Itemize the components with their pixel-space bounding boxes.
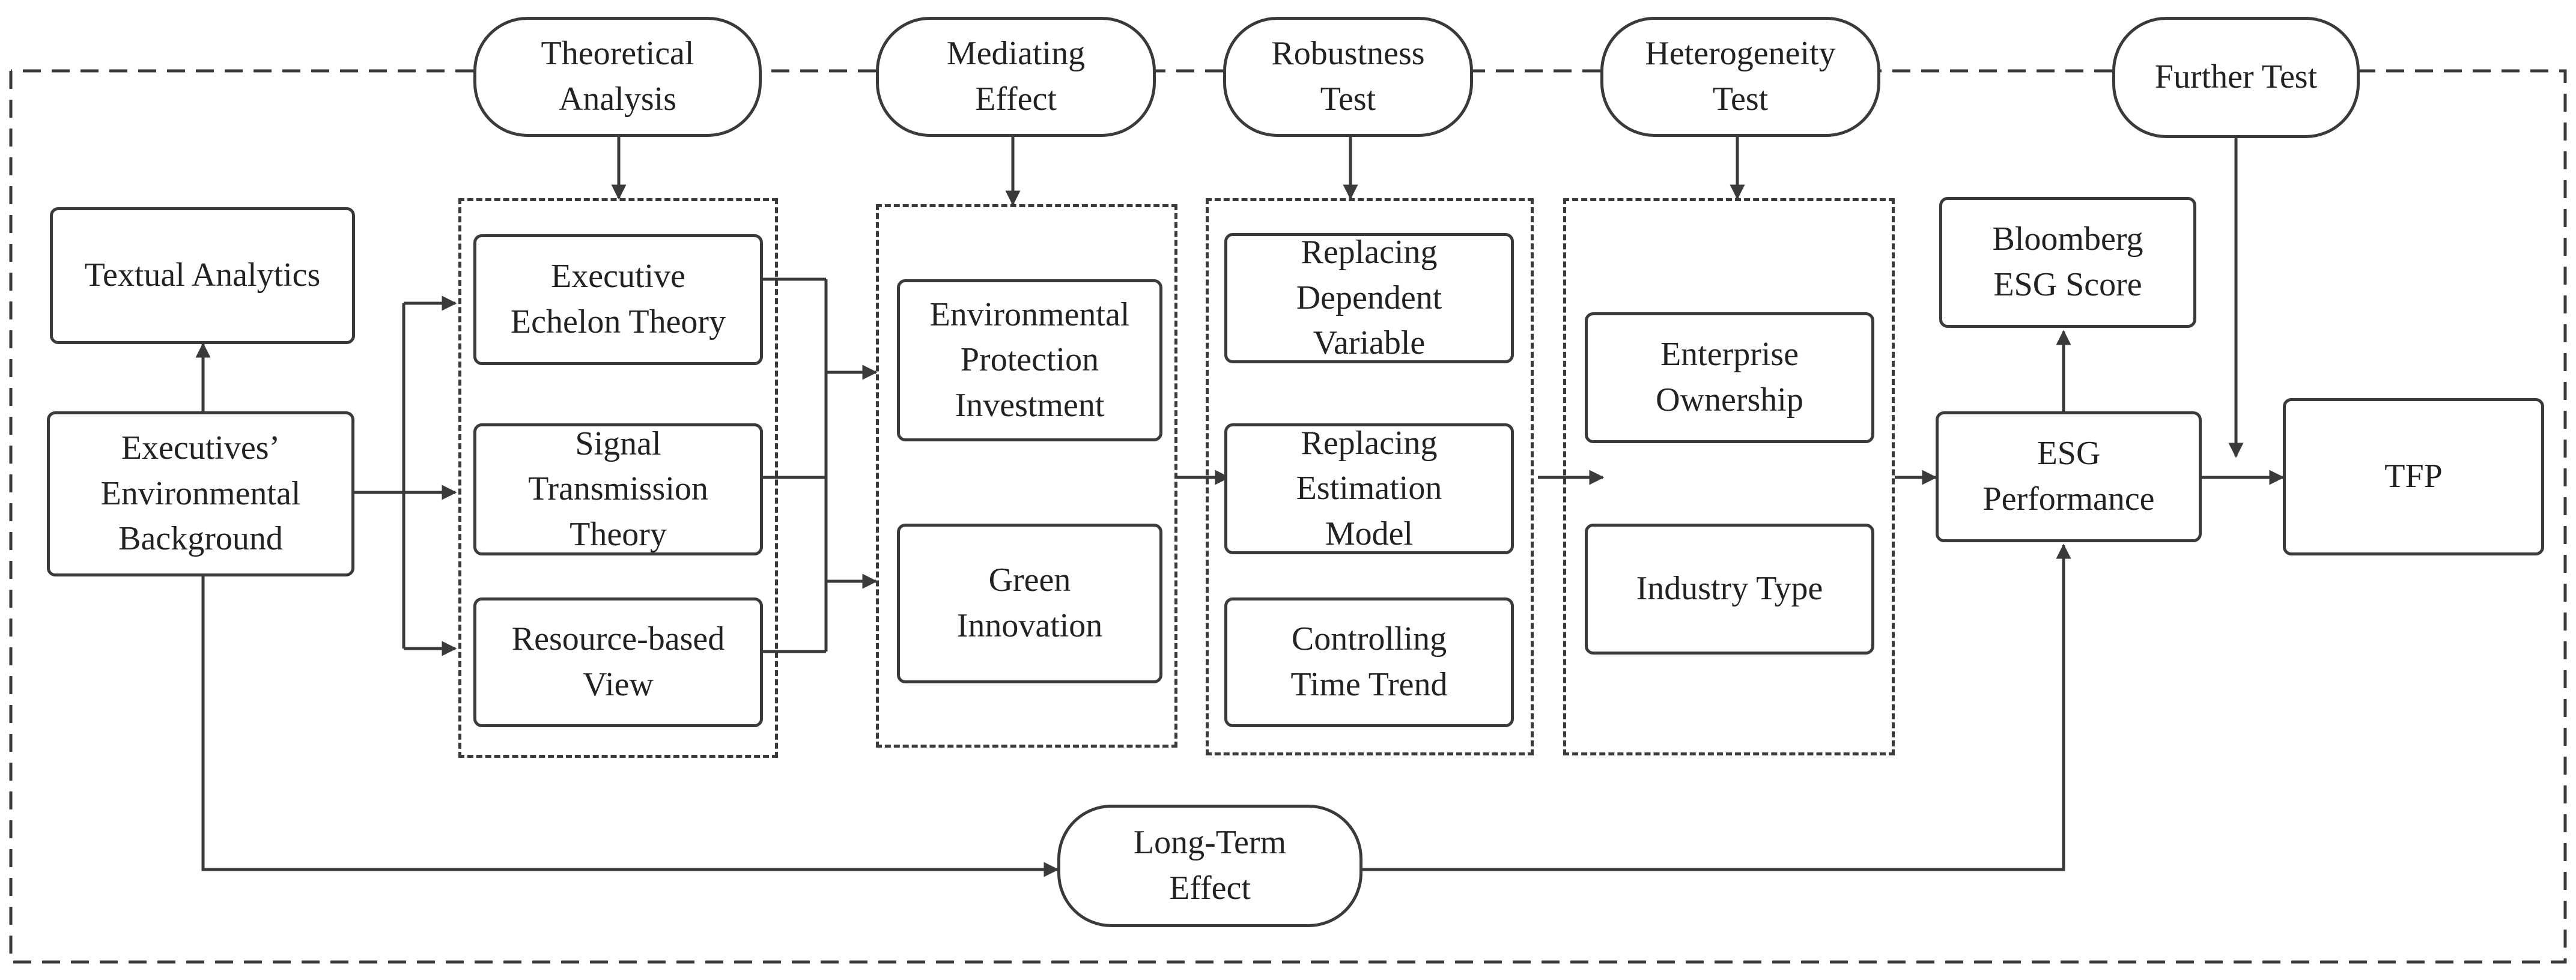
long-term-effect-pill: Long-Term Effect (1057, 805, 1362, 927)
industry-type-box: Industry Type (1585, 524, 1874, 655)
robustness-test-group (1206, 198, 1534, 755)
enterprise-ownership-box: Enterprise Ownership (1585, 312, 1874, 443)
textual-analytics-box: Textual Analytics (50, 207, 355, 344)
theoretical-analysis-group (458, 198, 778, 758)
arrow-to-long-term (201, 576, 1059, 877)
replacing-dependent-variable-box: Replacing Dependent Variable (1224, 233, 1514, 363)
replacing-estimation-model-box: Replacing Estimation Model (1224, 423, 1514, 554)
heterogeneity-test-group (1563, 198, 1895, 755)
esg-performance-box: ESG Performance (1936, 411, 2202, 542)
controlling-time-trend-box: Controlling Time Trend (1224, 597, 1514, 727)
header-theoretical-analysis: Theoretical Analysis (473, 17, 762, 137)
arrow-long-term-to-esg (1362, 543, 2071, 871)
resource-based-view-box: Resource-based View (473, 597, 763, 727)
header-heterogeneity-test: Heterogeneity Test (1600, 17, 1880, 137)
header-robustness-test: Robustness Test (1223, 17, 1473, 137)
environmental-protection-investment-box: Environmental Protection Investment (897, 279, 1162, 441)
header-further-test: Further Test (2112, 17, 2360, 138)
outer-frame (9, 69, 2567, 964)
mediating-effect-group (876, 204, 1177, 748)
green-innovation-box: Green Innovation (897, 524, 1162, 683)
signal-transmission-theory-box: Signal Transmission Theory (473, 423, 763, 555)
tfp-box: TFP (2283, 398, 2544, 555)
header-mediating-effect: Mediating Effect (876, 17, 1156, 137)
bloomberg-esg-score-box: Bloomberg ESG Score (1939, 197, 2196, 328)
executives-environmental-background-box: Executives’ Environmental Background (47, 411, 354, 576)
executive-echelon-theory-box: Executive Echelon Theory (473, 234, 763, 365)
